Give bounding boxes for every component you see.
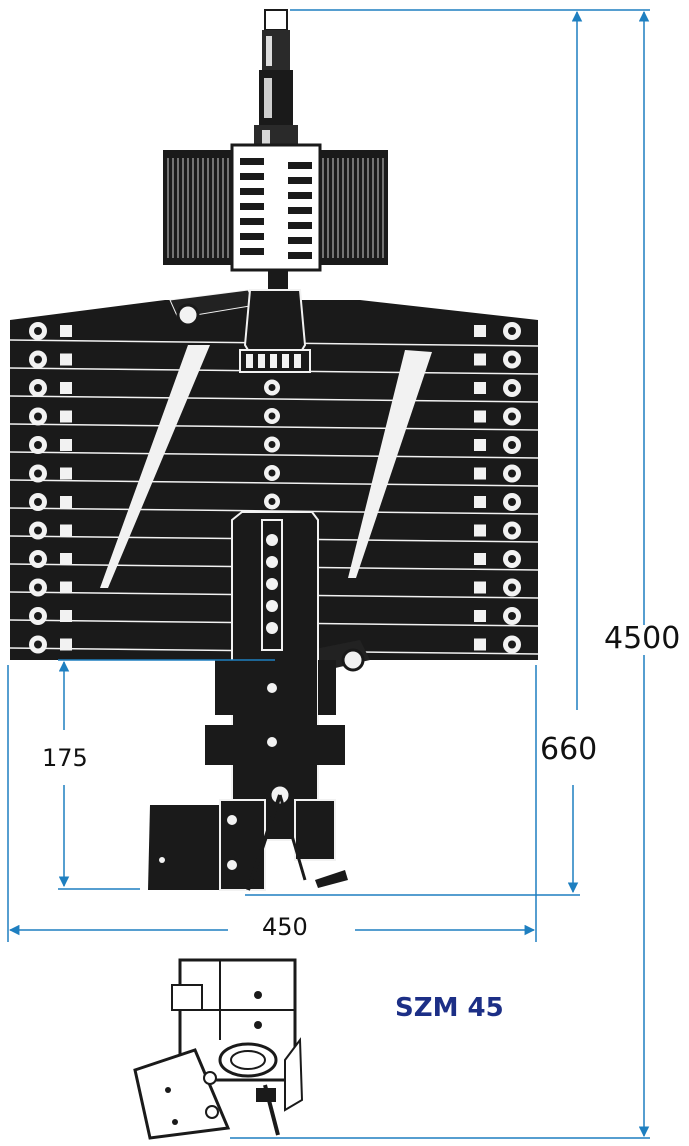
gear-tooth <box>288 237 312 244</box>
gear-tooth <box>288 222 312 229</box>
gear-tooth <box>240 188 264 195</box>
roller-hub <box>34 384 42 392</box>
gear-tooth <box>288 252 312 259</box>
section-bolt <box>474 382 486 394</box>
roller-hub <box>34 555 42 563</box>
roller-hub <box>508 384 516 392</box>
crown-slot <box>282 354 289 368</box>
lower-height-label: 175 <box>42 744 88 772</box>
section-bolt <box>60 382 72 394</box>
gear-tooth <box>288 162 312 169</box>
roller-hub <box>508 441 516 449</box>
width-label: 450 <box>262 913 308 941</box>
column-hole <box>266 534 278 546</box>
section-bolt <box>60 439 72 451</box>
column-hole <box>266 600 278 612</box>
crown-slot <box>246 354 253 368</box>
section-bolt <box>60 325 72 337</box>
column-hole <box>266 556 278 568</box>
crown-slot <box>270 354 277 368</box>
gear-tooth <box>240 158 264 165</box>
gear-tooth <box>240 233 264 240</box>
head-height-label: 660 <box>540 732 598 767</box>
roller-hub <box>268 412 276 420</box>
model-name-label: SZM 45 <box>395 993 504 1023</box>
column-hole <box>266 622 278 634</box>
roller-hub <box>268 469 276 477</box>
column-hole <box>267 737 277 747</box>
section-bolt <box>60 581 72 594</box>
section-bolt <box>474 638 486 651</box>
roller-hub <box>34 327 42 335</box>
roller-hub <box>268 384 276 391</box>
roller-hub <box>268 441 276 448</box>
section-bolt <box>474 467 486 480</box>
roller-hub <box>34 441 42 449</box>
section-bolt <box>474 325 486 337</box>
gear-tooth <box>240 203 264 210</box>
crown-slot <box>258 354 265 368</box>
gear-tooth <box>240 218 264 225</box>
section-bolt <box>474 553 486 565</box>
section-bolt <box>474 610 486 622</box>
section-divider <box>9 395 539 403</box>
section-bolt <box>474 524 486 537</box>
winch-assembly <box>163 143 388 320</box>
section-bolt <box>60 410 72 423</box>
section-bolt <box>60 353 72 366</box>
roller-hub <box>508 469 516 478</box>
section-divider <box>9 451 539 459</box>
roller-hub <box>508 327 516 335</box>
section-bolt <box>60 638 72 651</box>
roller-hub <box>34 640 42 649</box>
roller-hub <box>508 555 516 563</box>
column-hole <box>266 578 278 590</box>
roller-hub <box>508 412 516 421</box>
roller-hub <box>34 498 42 506</box>
roller-hub <box>508 526 516 535</box>
gear-tooth <box>240 173 264 180</box>
clamp-detail-view <box>133 958 304 1140</box>
roller-hub <box>34 412 42 421</box>
total-height-label: 4500 <box>604 621 681 656</box>
section-bolt <box>474 410 486 423</box>
section-bolt <box>60 553 72 565</box>
section-divider <box>9 479 539 487</box>
roller-hub <box>268 498 276 505</box>
roller-hub <box>34 583 42 592</box>
gear-tooth <box>240 248 264 255</box>
section-bolt <box>474 439 486 451</box>
roller-hub <box>34 355 42 364</box>
section-bolt <box>474 496 486 508</box>
roller-hub <box>508 640 516 649</box>
center-column <box>205 511 345 841</box>
dimension-lines <box>7 9 650 1139</box>
section-divider <box>9 423 539 431</box>
section-bolt <box>60 467 72 480</box>
section-bolt <box>474 581 486 594</box>
crown-slot <box>294 354 301 368</box>
top-spigot <box>254 9 298 153</box>
column-hole <box>267 683 277 693</box>
gear-tooth <box>288 207 312 214</box>
gear-tooth <box>288 192 312 199</box>
roller-hub <box>508 612 516 620</box>
roller-hub <box>34 469 42 478</box>
section-bolt <box>60 496 72 508</box>
section-bolt <box>60 610 72 622</box>
roller-hub <box>508 583 516 592</box>
section-bolt <box>474 353 486 366</box>
gear-tooth <box>288 177 312 184</box>
roller-hub <box>34 612 42 620</box>
roller-hub <box>34 526 42 535</box>
roller-hub <box>508 498 516 506</box>
section-bolt <box>60 524 72 537</box>
base-clamp <box>148 783 348 891</box>
roller-hub <box>508 355 516 364</box>
